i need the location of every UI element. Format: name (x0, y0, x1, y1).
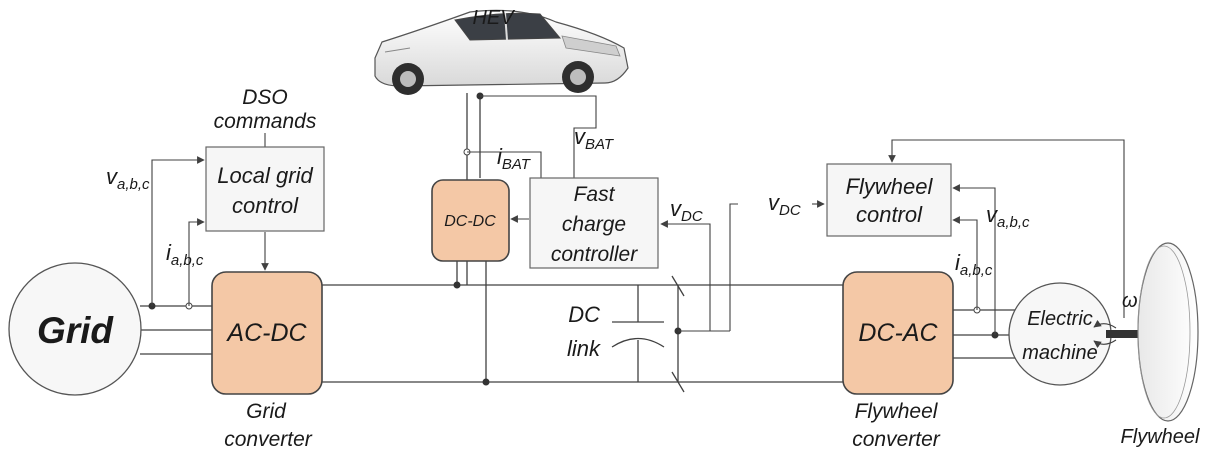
fw-conv-label-1: Flywheel (855, 400, 939, 423)
v-bat-label: vBAT (574, 124, 615, 153)
power-wiring (140, 93, 1015, 393)
dc-link-label-2: link (567, 336, 601, 361)
v-abc-fw-label: va,b,c (986, 202, 1030, 231)
local-grid-control-block: Local grid control (205, 146, 325, 232)
dso-label-1: DSO (242, 86, 288, 109)
local-ctrl-label-2: control (232, 193, 299, 218)
fast-label-2: charge (562, 213, 626, 236)
grid-conv-label-1: Grid (246, 400, 287, 423)
omega-label: ω (1122, 290, 1138, 312)
v-dc-fast-label: vDC (670, 196, 703, 225)
grid-conv-label-2: converter (224, 428, 313, 451)
i-abc-grid-label: ia,b,c (166, 240, 204, 269)
acdc-converter-block: AC-DC (211, 271, 323, 395)
grid-label: Grid (37, 310, 114, 351)
flywheel-label: Flywheel (1121, 426, 1200, 448)
fast-label-3: controller (551, 243, 638, 266)
grid-source: Grid (8, 262, 142, 396)
flywheel-control-block: Flywheel control (826, 163, 952, 237)
v-abc-grid-label: va,b,c (106, 164, 150, 193)
dcdc-converter-block: DC-DC (431, 179, 510, 262)
i-bat-label: iBAT (497, 144, 532, 173)
dcac-converter-block: DC-AC (842, 271, 954, 395)
shaft: ω (1093, 290, 1156, 349)
fast-label-1: Fast (574, 183, 616, 206)
dcdc-label: DC-DC (444, 213, 496, 230)
dso-label-2: commands (214, 110, 317, 133)
fw-ctrl-label-2: control (856, 202, 923, 227)
local-ctrl-label-1: Local grid (217, 163, 313, 188)
signal-wiring (151, 95, 1125, 335)
hev-label: HEV (472, 7, 515, 29)
electric-machine: Electric machine (1008, 282, 1112, 386)
fw-conv-label-2: converter (852, 428, 941, 451)
v-dc-fw-label: vDC (768, 190, 801, 219)
machine-label-2: machine (1022, 342, 1098, 364)
acdc-label: AC-DC (225, 319, 307, 347)
machine-label-1: Electric (1027, 308, 1093, 330)
fw-ctrl-label-1: Flywheel (846, 174, 934, 199)
flywheel-disk: Flywheel (1121, 242, 1200, 448)
i-abc-fw-label: ia,b,c (955, 250, 993, 279)
dcac-label: DC-AC (858, 319, 938, 347)
fast-charge-controller-block: Fast charge controller (529, 177, 659, 269)
hev-car-icon: HEV (374, 7, 629, 95)
dc-link-label-1: DC (568, 302, 600, 327)
